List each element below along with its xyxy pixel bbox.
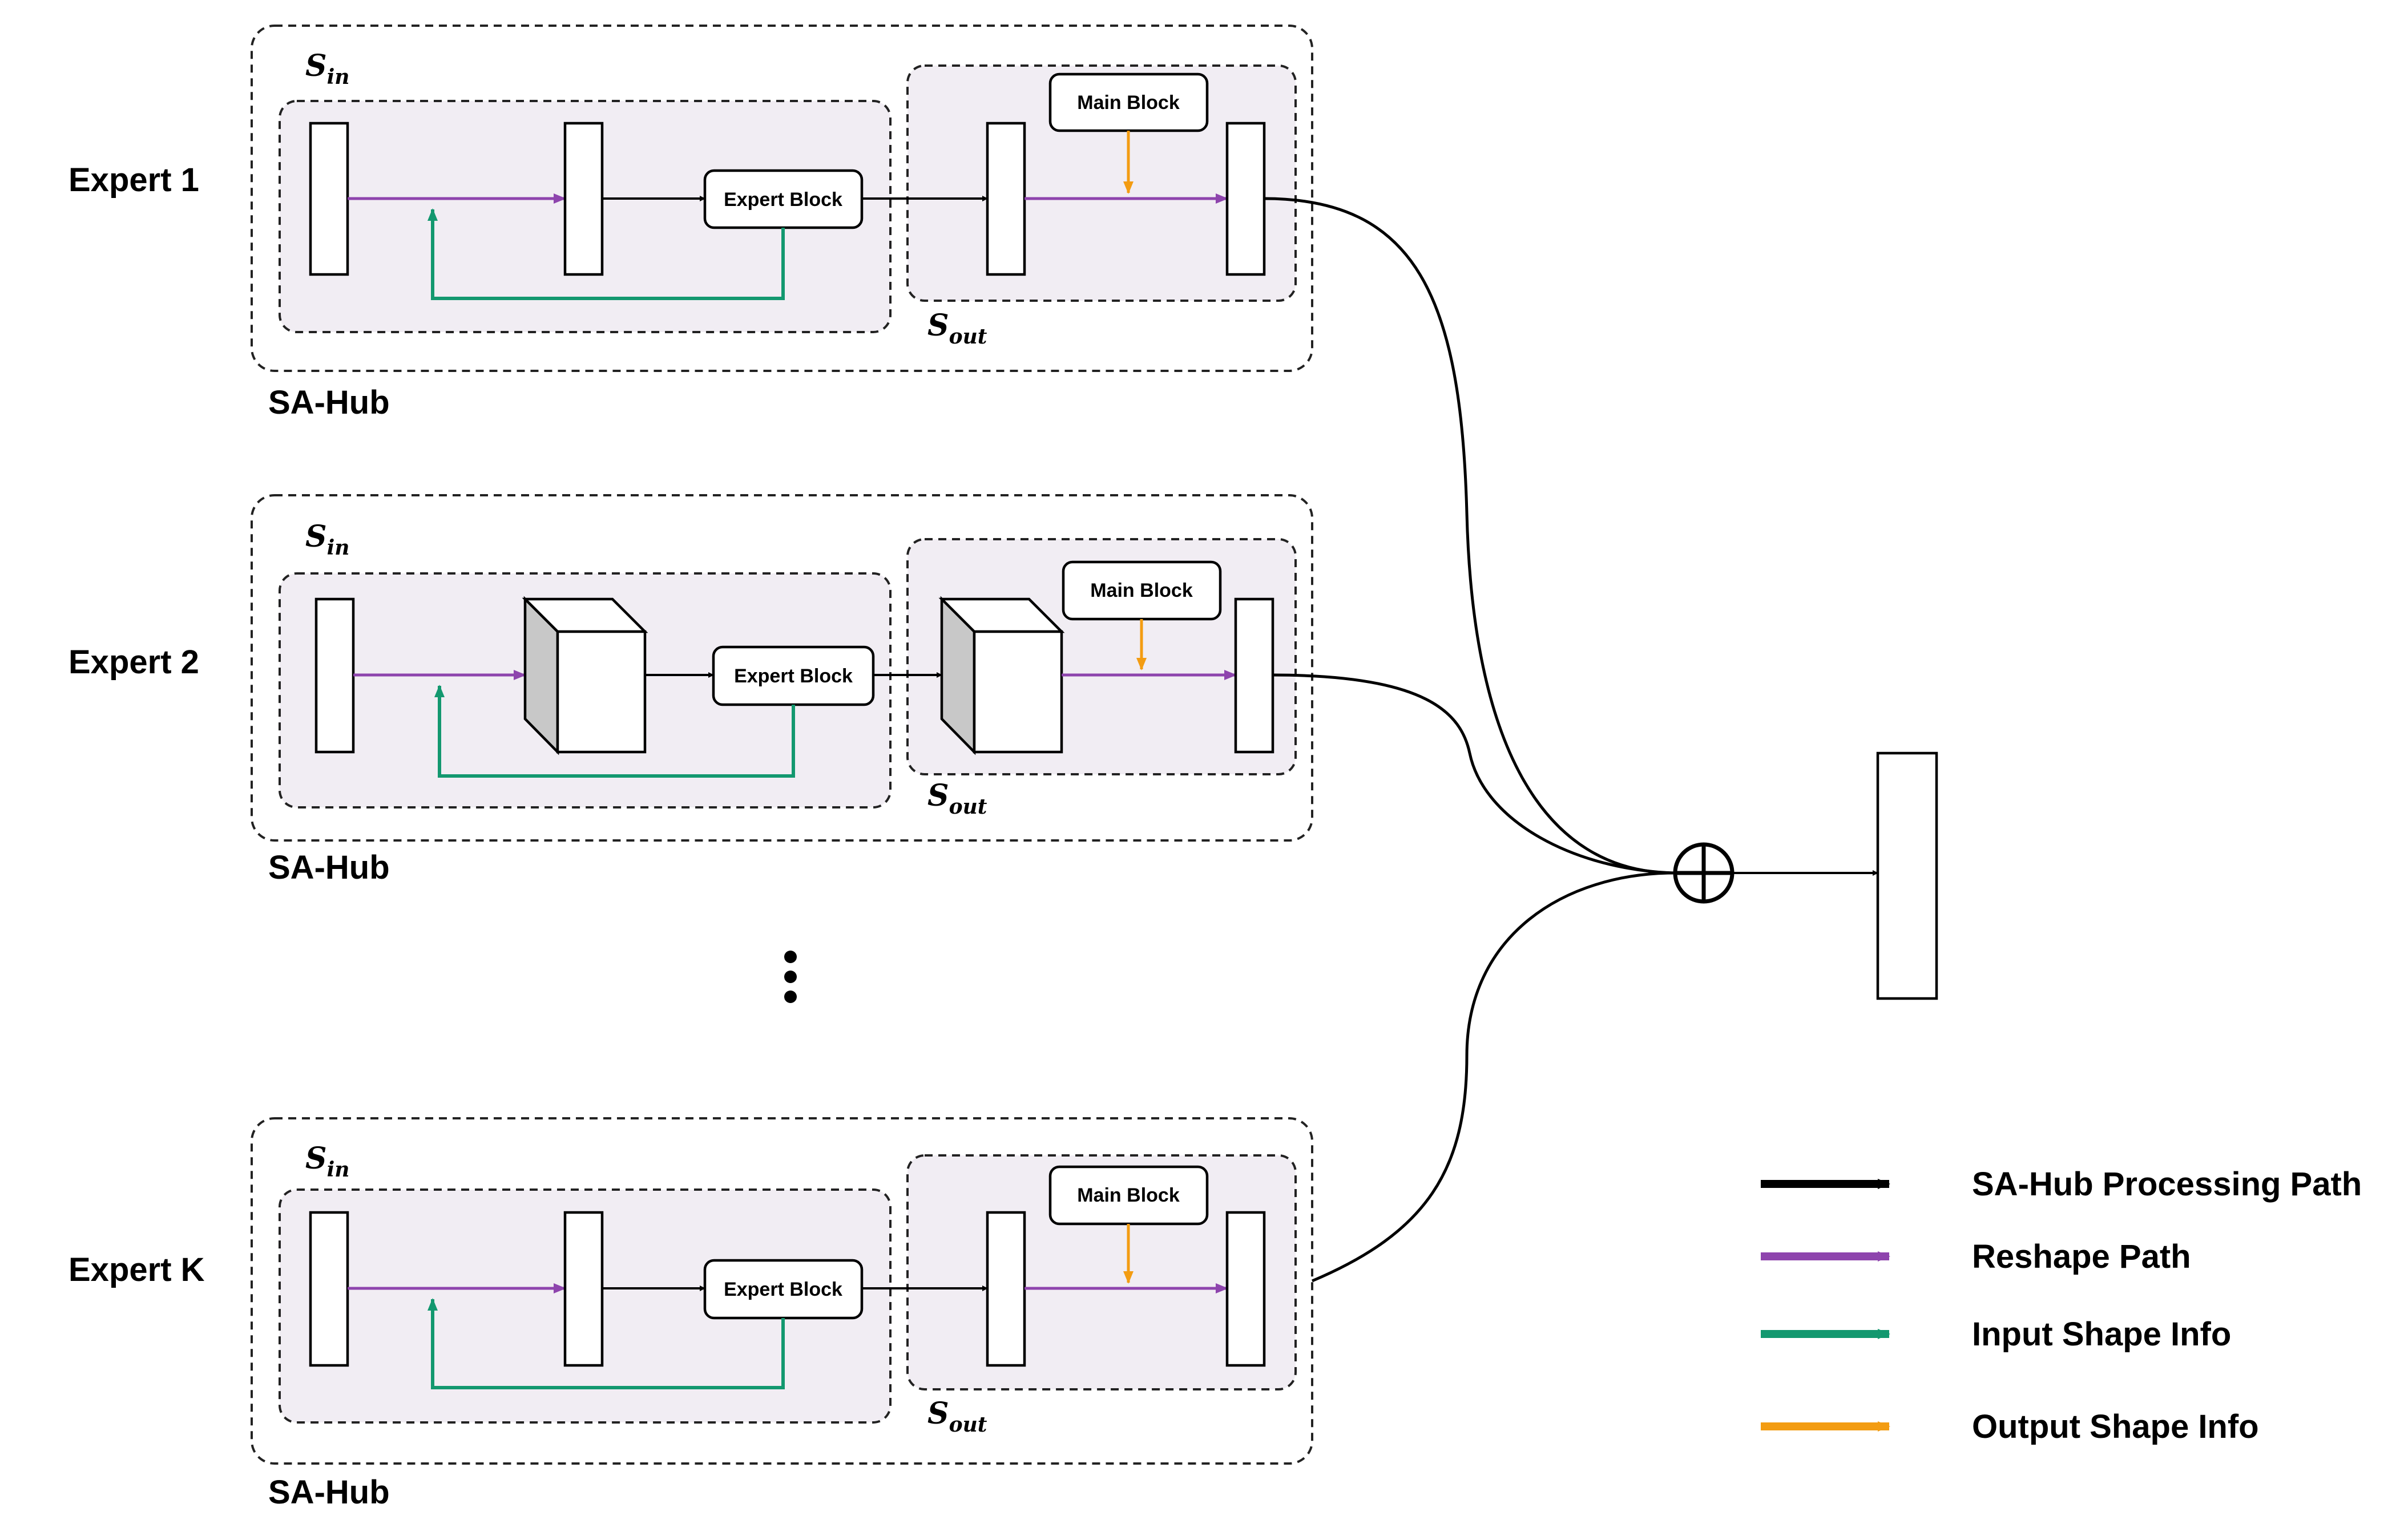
legend-label: SA-Hub Processing Path xyxy=(1972,1166,2362,1203)
legend-label: Input Shape Info xyxy=(1972,1316,2231,1353)
output-tensor-bar xyxy=(986,1211,1026,1367)
expert-1-group: Expert 1 SA-Hub Sin Expert Block Sout Ma… xyxy=(68,25,1313,421)
input-tensor-bar xyxy=(314,597,355,754)
s-out-label: Sout xyxy=(927,308,987,349)
legend-item: Reshape Path xyxy=(1761,1238,2191,1275)
s-in-label: Sin xyxy=(305,519,349,560)
output-tensor-cube xyxy=(938,596,1065,755)
final-tensor-bar xyxy=(1225,122,1266,276)
final-tensor-bar xyxy=(1225,1211,1266,1367)
expert-block-label: Expert Block xyxy=(724,189,842,211)
reshaped-tensor-bar xyxy=(563,1211,604,1367)
s-in-label: Sin xyxy=(305,1141,349,1182)
sa-hub-container xyxy=(251,494,1313,842)
expert-1-to-sum-curve xyxy=(1264,197,1676,875)
main-block-label: Main Block xyxy=(1090,580,1193,601)
expert-2-group: Expert 2 SA-Hub Sin Expert Block Sout Ma… xyxy=(68,494,1313,886)
reshaped-tensor-cube xyxy=(522,596,648,755)
aggregated-output-tensor xyxy=(1876,751,1938,1000)
expert-label: Expert 1 xyxy=(68,161,199,199)
legend-item: Input Shape Info xyxy=(1761,1316,2231,1353)
circled-plus-icon xyxy=(1673,842,1735,904)
main-block-label: Main Block xyxy=(1077,92,1180,114)
s-in-label: Sin xyxy=(305,48,349,89)
legend-label: Output Shape Info xyxy=(1972,1408,2259,1445)
legend-item: Output Shape Info xyxy=(1761,1408,2259,1445)
ellipsis-icon xyxy=(784,951,797,1003)
input-shape-info-arrow xyxy=(434,685,795,778)
sa-hub-label: SA-Hub xyxy=(268,384,390,421)
legend: SA-Hub Processing Path Reshape Path Inpu… xyxy=(1761,1166,2362,1445)
expert-k-to-sum-curve xyxy=(1312,871,1676,1283)
legend-label: Reshape Path xyxy=(1972,1238,2191,1275)
expert-label: Expert 2 xyxy=(68,644,199,681)
main-block-label: Main Block xyxy=(1077,1184,1180,1206)
s-out-label: Sout xyxy=(927,1396,987,1437)
reshaped-tensor-bar xyxy=(563,122,604,276)
expert-label: Expert K xyxy=(68,1251,205,1288)
final-tensor-bar xyxy=(1234,597,1274,754)
sa-hub-container xyxy=(251,1117,1313,1465)
input-shape-info-arrow xyxy=(427,208,785,300)
s-out-label: Sout xyxy=(927,778,987,819)
input-tensor-bar xyxy=(309,122,349,276)
expert-k-group: Expert K SA-Hub Sin Expert Block Sout Ma… xyxy=(68,1117,1313,1511)
legend-item: SA-Hub Processing Path xyxy=(1761,1166,2362,1203)
expert-block-label: Expert Block xyxy=(724,1279,842,1300)
input-shape-info-arrow xyxy=(427,1298,785,1389)
input-tensor-bar xyxy=(309,1211,349,1367)
output-tensor-bar xyxy=(986,122,1026,276)
expert-block-label: Expert Block xyxy=(734,665,853,687)
sa-hub-container xyxy=(251,25,1313,372)
expert-2-to-sum-curve xyxy=(1272,673,1676,875)
sa-hub-label: SA-Hub xyxy=(268,1474,390,1511)
sa-hub-label: SA-Hub xyxy=(268,849,390,886)
